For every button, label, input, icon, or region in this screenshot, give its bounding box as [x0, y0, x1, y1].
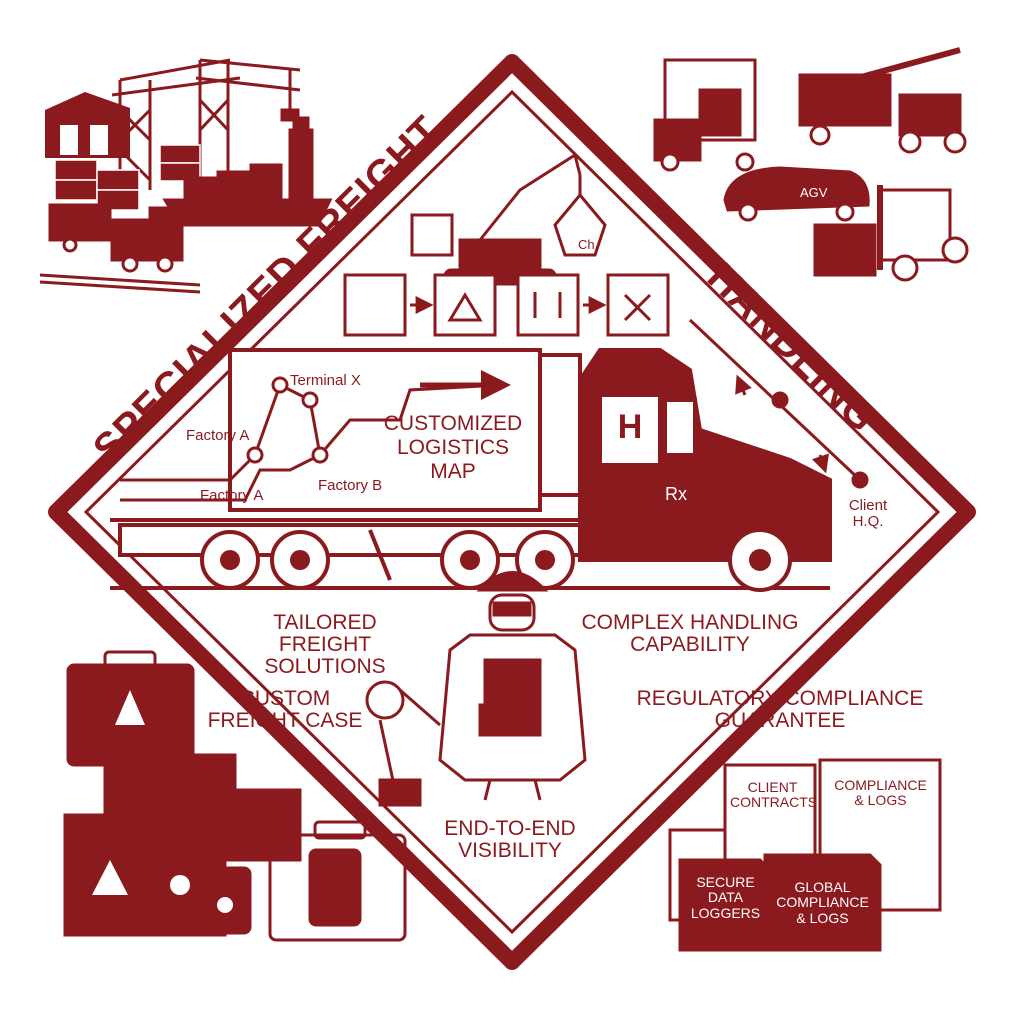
caption-visibility: END-TO-END VISIBILITY — [444, 817, 576, 863]
caption-regulatory: REGULATORY COMPLIANCE GUARANTEE — [636, 687, 924, 733]
truck-logo: H — [617, 408, 643, 446]
folder-icon — [678, 853, 882, 952]
container-ship-icon — [162, 116, 333, 227]
robotic-arm-icon — [365, 680, 441, 807]
briefcase-icon — [66, 650, 195, 767]
compliance-logs-label: COMPLIANCE & LOGS — [834, 777, 927, 809]
map-heading: CUSTOMIZED LOGISTICS MAP — [383, 412, 523, 484]
crane-box-label: Ch — [578, 237, 595, 252]
warning-box-icon — [433, 273, 497, 337]
factory-a-top-label: Factory A — [186, 427, 250, 444]
oil-drum-icon — [198, 848, 362, 935]
biohazard-box-icon — [343, 273, 407, 337]
agv-icon — [723, 166, 870, 222]
this-side-up-box-icon — [516, 273, 580, 337]
cardboard-box-icon — [63, 753, 302, 937]
worker-icon — [438, 571, 587, 801]
warehouse-icon — [45, 92, 130, 158]
briefcase-icon — [268, 820, 407, 942]
client-contracts-label: CLIENT CONTRACTS — [730, 779, 818, 811]
handling-equipment-icon — [653, 47, 969, 282]
straddle-carrier-icon — [653, 58, 757, 172]
factory-a-bottom-label: Factory A — [200, 487, 264, 504]
secure-loggers-label: SECURE DATA LOGGERS — [690, 874, 761, 921]
truck-rx-mark: Rx — [665, 484, 687, 504]
global-compliance-label: GLOBAL COMPLIANCE & LOGS — [776, 879, 869, 926]
agv-label: AGV — [800, 185, 828, 200]
client-hq-label: Client H.Q. — [848, 497, 888, 530]
documents-stack — [668, 758, 942, 952]
caption-custom-case: CUSTOM FREIGHT CASE — [207, 687, 363, 733]
reach-stacker-icon — [798, 47, 967, 154]
factory-b-label: Factory B — [318, 477, 383, 494]
forklift-icon — [813, 185, 969, 282]
logistics-route — [120, 318, 869, 502]
caption-complex: COMPLEX HANDLING CAPABILITY — [581, 611, 799, 657]
freight-cases-icon — [63, 650, 407, 942]
locomotive-icon — [39, 203, 201, 294]
caption-tailored: TAILORED FREIGHT SOLUTIONS — [264, 611, 386, 679]
port-scene-icon — [39, 58, 333, 294]
hazard-box-row — [343, 273, 670, 337]
terminal-label: Terminal X — [290, 372, 361, 389]
robotic-crane-icon — [410, 152, 607, 286]
